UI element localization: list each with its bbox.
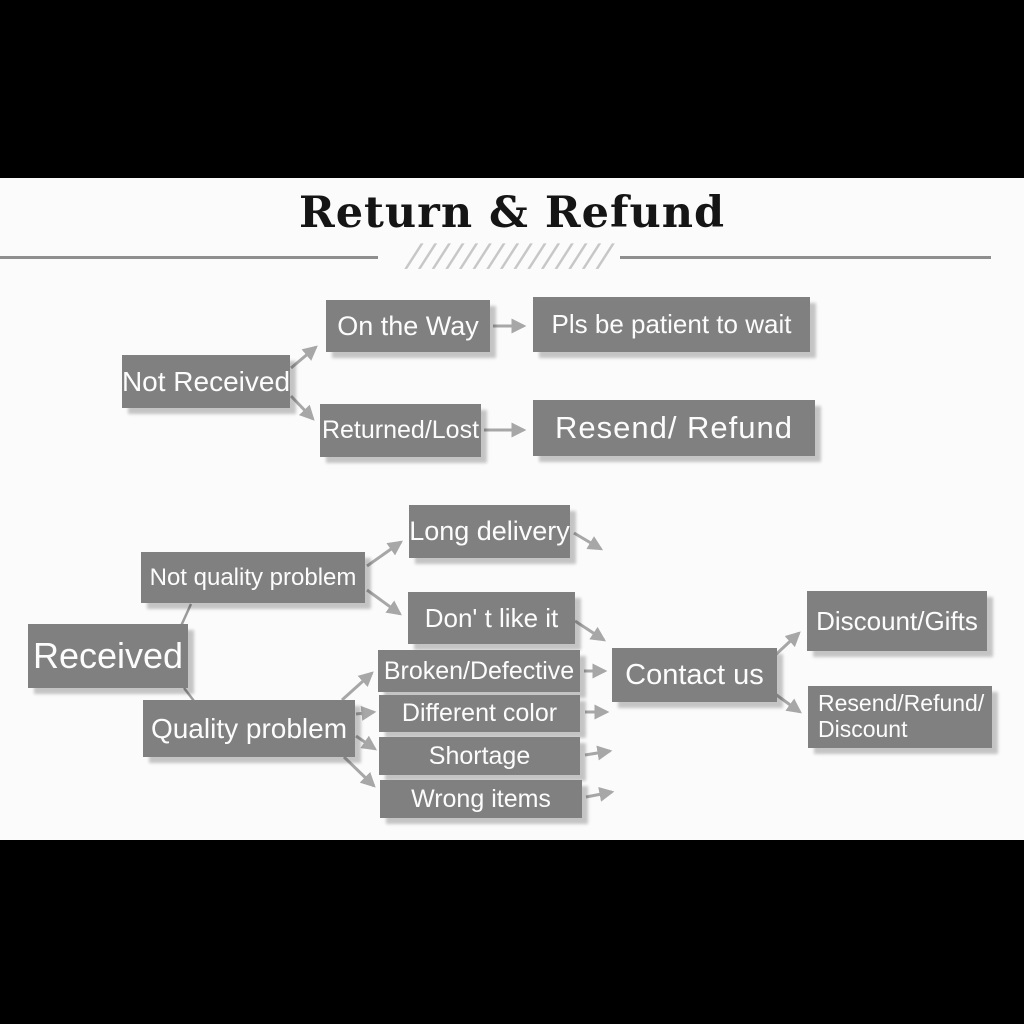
- node-returned-lost: Returned/Lost: [320, 404, 481, 457]
- node-received: Received: [28, 624, 188, 688]
- title-divider-right: [620, 256, 991, 259]
- node-not-received: Not Received: [122, 355, 290, 408]
- page-title: Return & Refund: [298, 188, 726, 238]
- node-different-color: Different color: [379, 695, 580, 732]
- node-line-2: Discount: [818, 716, 908, 742]
- node-dont-like-it: Don' t like it: [408, 592, 575, 644]
- node-discount-gifts: Discount/Gifts: [807, 591, 987, 651]
- node-line-1: Resend/Refund/: [818, 690, 985, 717]
- node-shortage: Shortage: [379, 737, 580, 775]
- node-long-delivery: Long delivery: [409, 505, 570, 558]
- title-divider-left: [0, 256, 378, 259]
- node-wrong-items: Wrong items: [380, 780, 582, 818]
- node-quality-problem: Quality problem: [143, 700, 355, 757]
- node-resend-refund-discount: Resend/Refund/ Discount: [808, 686, 992, 748]
- node-on-the-way: On the Way: [326, 300, 490, 352]
- title-divider-hatch-icon: ///////////////: [401, 238, 614, 274]
- node-not-quality-problem: Not quality problem: [141, 552, 365, 603]
- node-resend-refund: Resend/ Refund: [533, 400, 815, 456]
- node-pls-be-patient: Pls be patient to wait: [533, 297, 810, 352]
- node-broken-defective: Broken/Defective: [378, 650, 580, 692]
- node-contact-us: Contact us: [612, 648, 777, 702]
